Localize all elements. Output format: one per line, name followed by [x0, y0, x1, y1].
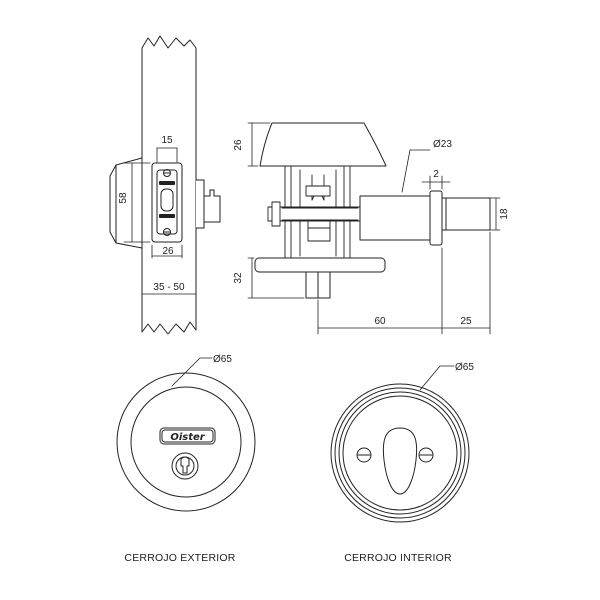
cylinder-body: [359, 195, 431, 241]
exterior-ring: [130, 386, 242, 498]
thumb-turn: [195, 179, 221, 229]
latch-bolt: [160, 188, 174, 212]
door-side-view: 15 58 26 35 - 50: [109, 35, 221, 335]
interior-thumb-turn: [382, 427, 418, 495]
mechanism: [267, 165, 361, 259]
screw-left-icon: [356, 447, 372, 463]
exterior-front-view: Oister Ø65: [116, 354, 256, 512]
plate-logo: [159, 181, 175, 218]
dim-length-main: 60: [374, 316, 386, 327]
dim-spindle-height: 18: [499, 208, 510, 220]
knob-cone: [259, 122, 387, 167]
logo-badge: [159, 427, 216, 445]
caption-exterior: CERROJO EXTERIOR: [124, 552, 235, 564]
dim-latch-height: 58: [118, 192, 129, 204]
dim-lines-left: [123, 147, 197, 297]
side-elevation: 26 32 Ø23 2 18 60 25: [233, 122, 510, 335]
spindle: [441, 197, 491, 231]
dim-knob-height: 26: [233, 139, 244, 151]
dim-length-tail: 25: [460, 316, 472, 327]
dim-latch-width: 15: [161, 135, 173, 146]
dim-interior-diameter: Ø65: [455, 362, 474, 373]
screw-right-icon: [418, 447, 434, 463]
dim-backset-width: 26: [162, 246, 174, 257]
keyway-icon: [180, 456, 190, 474]
dim-door-thickness: 35 - 50: [153, 282, 185, 293]
dim-rose-depth: 32: [233, 272, 244, 284]
dim-lines-right: [247, 122, 501, 335]
interior-front-view: Ø65: [330, 362, 474, 523]
cylinder-flange: [429, 190, 443, 246]
caption-interior: CERROJO INTERIOR: [344, 552, 452, 564]
dim-exterior-diameter: Ø65: [213, 354, 232, 365]
brand-logo-text: Oister: [170, 432, 205, 443]
rose-plate: [254, 257, 386, 273]
dim-gap: 2: [433, 169, 439, 180]
dim-cylinder-diameter: Ø23: [433, 139, 452, 150]
